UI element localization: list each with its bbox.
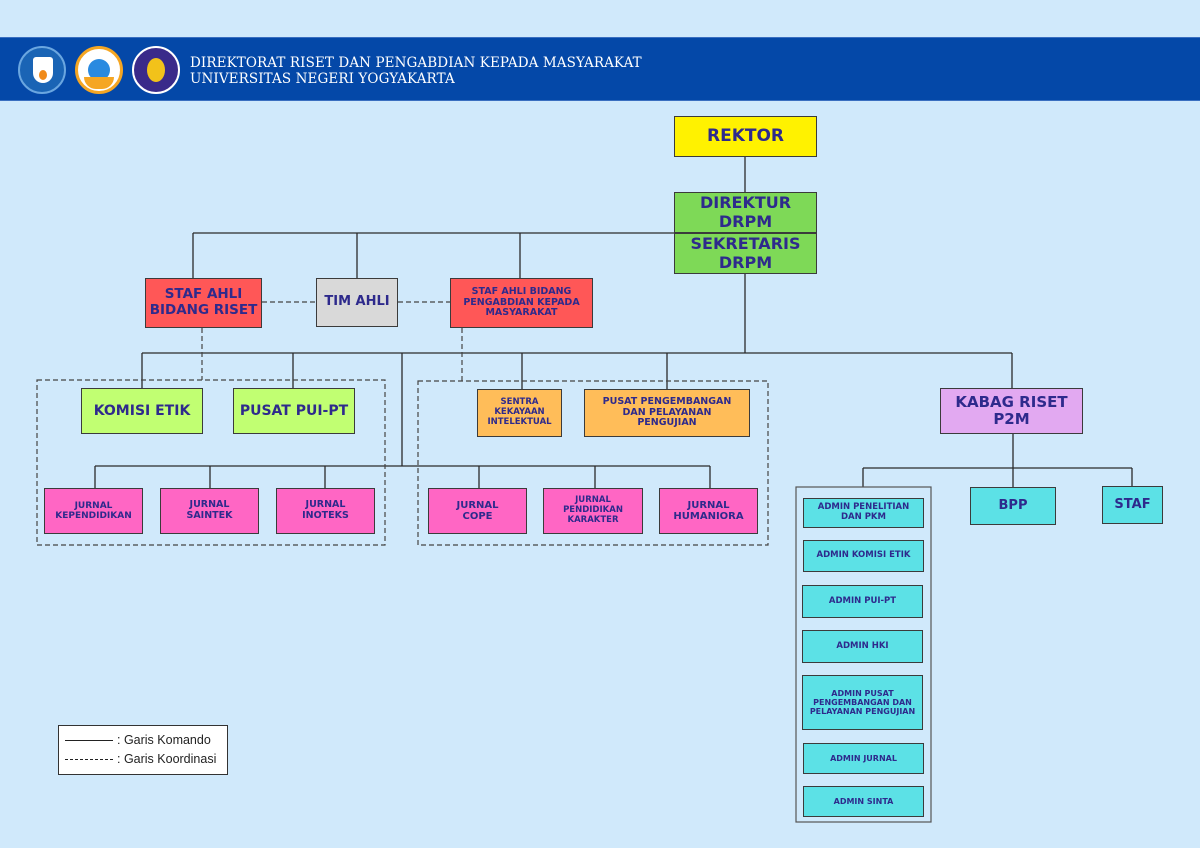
solid-line-icon [65,739,113,741]
node-admin-komisi-etik: ADMIN KOMISI ETIK [803,540,924,572]
header-title: DIREKTORAT RISET DAN PENGABDIAN KEPADA M… [190,55,642,87]
node-jurnal-humaniora: JURNAL HUMANIORA [659,488,758,534]
node-komisi-etik: KOMISI ETIK [81,388,203,434]
node-jurnal-pendidikan-karakter: JURNAL PENDIDIKAN KARAKTER [543,488,643,534]
node-admin-sinta: ADMIN SINTA [803,786,924,817]
legend: : Garis Komando : Garis Koordinasi [58,725,228,775]
node-sentra-ki: SENTRA KEKAYAAN INTELEKTUAL [477,389,562,437]
node-staf-ahli-pkm: STAF AHLI BIDANG PENGABDIAN KEPADA MASYA… [450,278,593,328]
header-bar: DIREKTORAT RISET DAN PENGABDIAN KEPADA M… [0,37,1200,101]
coordination-lines [36,301,769,546]
legend-item-koordinasi: : Garis Koordinasi [65,752,216,766]
node-rektor: REKTOR [674,116,817,157]
node-pusat-pui-pt: PUSAT PUI-PT [233,388,355,434]
legend-item-komando: : Garis Komando [65,733,211,747]
admin-group-box [795,486,932,823]
node-staf: STAF [1102,486,1163,524]
command-lines [94,157,1133,488]
node-admin-jurnal: ADMIN JURNAL [803,743,924,774]
node-admin-pusat-p3: ADMIN PUSAT PENGEMBANGAN DAN PELAYANAN P… [802,675,923,730]
kemendikbud-logo [18,46,66,94]
node-admin-hki: ADMIN HKI [802,630,923,663]
header-title-line2: UNIVERSITAS NEGERI YOGYAKARTA [190,71,455,87]
node-jurnal-inoteks: JURNAL INOTEKS [276,488,375,534]
node-jurnal-kependidikan: JURNAL KEPENDIDIKAN [44,488,143,534]
node-direktur: DIREKTUR DRPM [674,192,817,233]
diktisaintek-logo [75,46,123,94]
node-jurnal-saintek: JURNAL SAINTEK [160,488,259,534]
node-tim-ahli: TIM AHLI [316,278,398,327]
uny-logo [132,46,180,94]
node-staf-ahli-riset: STAF AHLI BIDANG RISET [145,278,262,328]
node-admin-pui-pt: ADMIN PUI-PT [802,585,923,618]
node-pusat-p3: PUSAT PENGEMBANGAN DAN PELAYANAN PENGUJI… [584,389,750,437]
group-box-pkm [417,380,769,546]
node-bpp: BPP [970,487,1056,525]
node-sekretaris: SEKRETARIS DRPM [674,233,817,274]
node-kabag-riset: KABAG RISET P2M [940,388,1083,434]
header-title-line1: DIREKTORAT RISET DAN PENGABDIAN KEPADA M… [190,55,642,71]
node-admin-penelitian-pkm: ADMIN PENELITIAN DAN PKM [803,498,924,528]
node-jurnal-cope: JURNAL COPE [428,488,527,534]
dashed-line-icon [65,758,113,760]
legend-label-koordinasi: : Garis Koordinasi [117,752,217,766]
legend-label-komando: : Garis Komando [117,733,211,747]
